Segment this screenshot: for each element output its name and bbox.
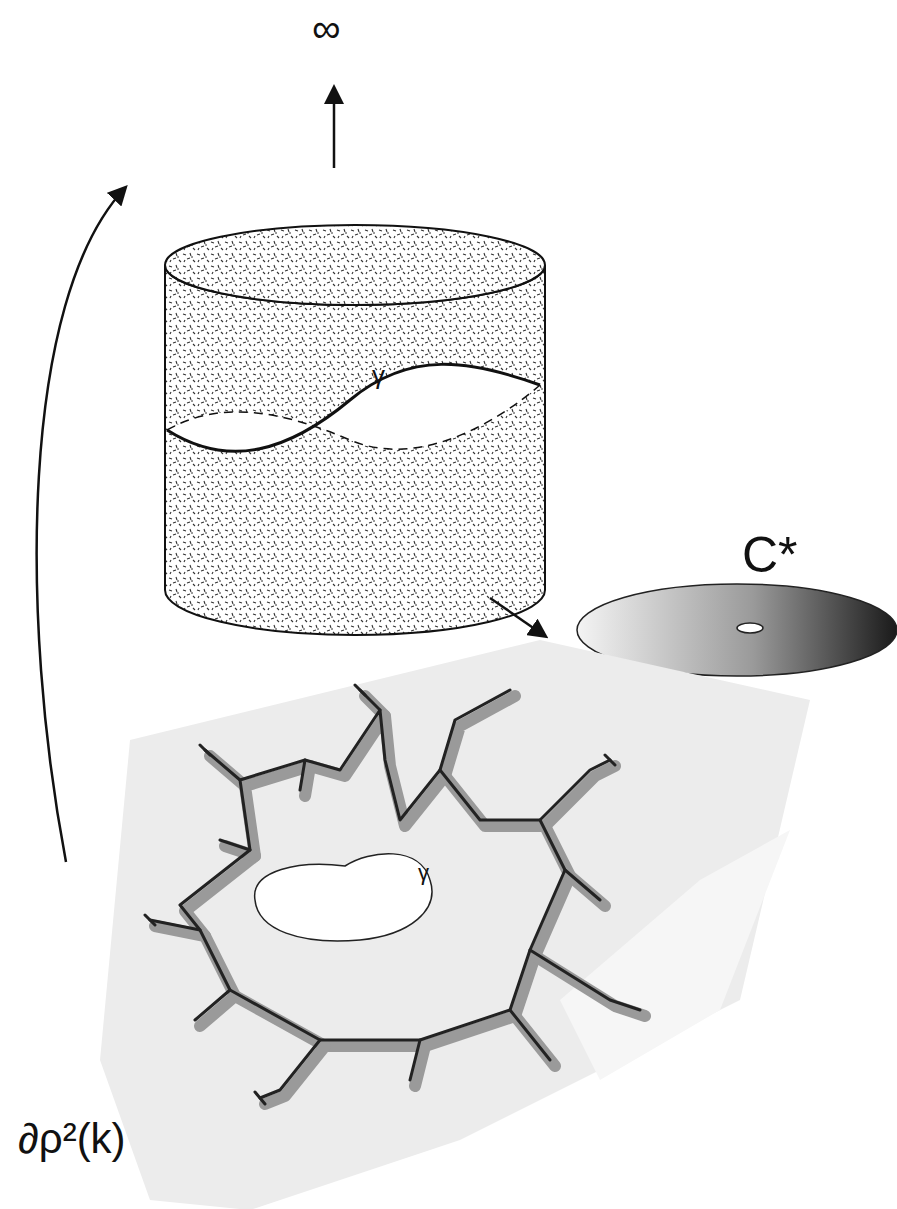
arrow [333,88,336,168]
plane [100,640,810,1209]
curve-back [167,385,540,449]
puncture [737,623,763,633]
graph-boundary [145,685,645,1104]
cylinder [165,265,545,635]
curve-label: γ [372,362,385,388]
curve-gamma [167,364,540,451]
space-label: C* [742,530,798,580]
plane-fold [560,830,790,1080]
arrow [37,188,125,862]
cut-region [167,364,540,451]
cylinder-top [165,225,545,305]
loop-gamma [255,854,432,941]
arrow [490,598,545,636]
loop-label: γ [418,862,429,884]
infinity-label: ∞ [312,8,341,48]
boundary-label: ∂ρ²(k) [18,1118,126,1160]
